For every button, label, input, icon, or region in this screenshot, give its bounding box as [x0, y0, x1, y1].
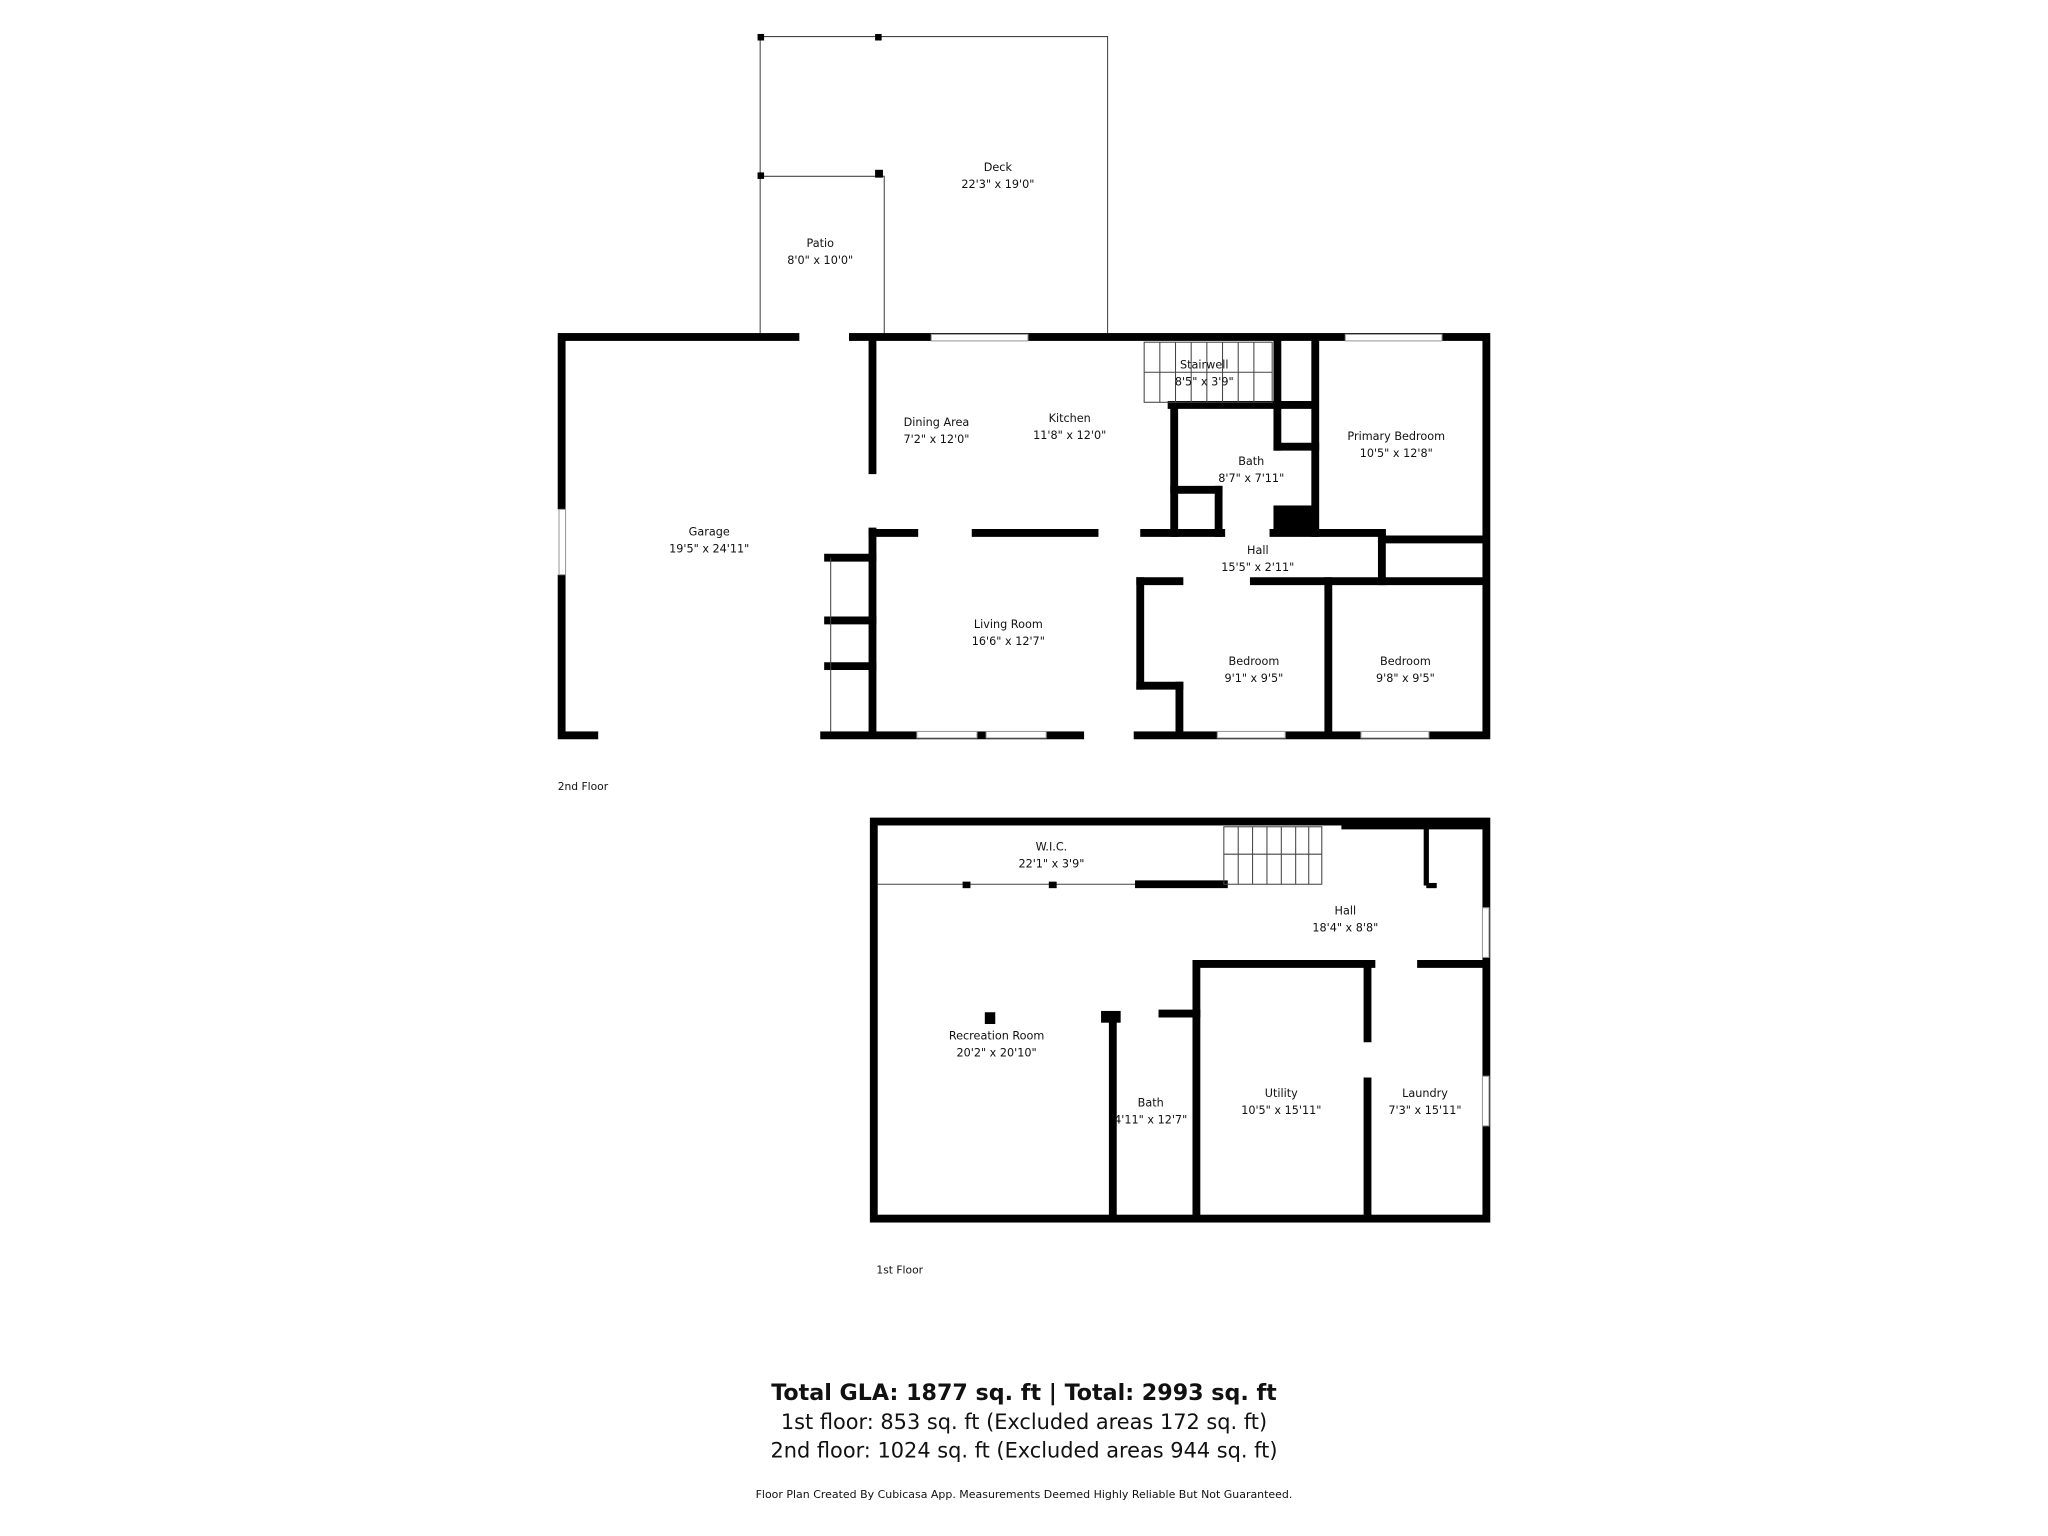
room-name-garage: Garage [689, 526, 730, 539]
floor-label-1st: 1st Floor [876, 1263, 923, 1276]
room-dims-bedroom-2: 9'8" x 9'5" [1376, 672, 1435, 685]
room-name-patio: Patio [806, 237, 834, 250]
room-name-wic: W.I.C. [1036, 840, 1068, 853]
room-name-hall-1st: Hall [1335, 904, 1357, 917]
room-dims-bedroom-1: 9'1" x 9'5" [1224, 672, 1283, 685]
room-dims-hall-1st: 18'4" x 8'8" [1312, 921, 1378, 934]
total-area: Total GLA: 1877 sq. ft | Total: 2993 sq.… [771, 1380, 1277, 1406]
room-name-stairwell: Stairwell [1180, 358, 1228, 371]
second-floor-walls [556, 331, 1491, 741]
room-dims-dining: 7'2" x 12'0" [904, 433, 970, 446]
deck-outline [757, 33, 1109, 337]
room-name-primary-bedroom: Primary Bedroom [1347, 430, 1445, 443]
room-dims-kitchen: 11'8" x 12'0" [1033, 429, 1106, 442]
room-name-recreation: Recreation Room [949, 1030, 1045, 1043]
second-floor-area: 2nd floor: 1024 sq. ft (Excluded areas 9… [771, 1439, 1278, 1463]
room-dims-wic: 22'1" x 3'9" [1018, 857, 1084, 870]
room-dims-living: 16'6" x 12'7" [972, 635, 1045, 648]
stairs-icon [1223, 826, 1323, 885]
room-dims-recreation: 20'2" x 20'10" [956, 1047, 1036, 1060]
first-floor-walls [869, 817, 1491, 1223]
room-name-laundry: Laundry [1402, 1087, 1448, 1100]
room-dims-hall: 15'5" x 2'11" [1221, 561, 1294, 574]
room-name-utility: Utility [1265, 1087, 1298, 1100]
first-floor-area: 1st floor: 853 sq. ft (Excluded areas 17… [781, 1410, 1267, 1434]
room-dims-stairwell: 8'5" x 3'9" [1175, 375, 1234, 388]
room-dims-utility: 10'5" x 15'11" [1241, 1104, 1321, 1117]
room-dims-deck: 22'3" x 19'0" [961, 178, 1034, 191]
room-name-bedroom-1: Bedroom [1229, 655, 1280, 668]
room-dims-bath: 8'7" x 7'11" [1218, 472, 1284, 485]
room-name-hall: Hall [1247, 544, 1269, 557]
room-name-bedroom-2: Bedroom [1380, 655, 1431, 668]
room-dims-laundry: 7'3" x 15'11" [1388, 1104, 1461, 1117]
room-dims-patio: 8'0" x 10'0" [787, 254, 853, 267]
floor-label-2nd: 2nd Floor [558, 780, 609, 793]
room-name-bath: Bath [1238, 455, 1264, 468]
room-dims-primary-bedroom: 10'5" x 12'8" [1360, 447, 1433, 460]
room-dims-bath-1st: 4'11" x 12'7" [1114, 1113, 1187, 1126]
room-name-dining: Dining Area [904, 416, 970, 429]
room-dims-garage: 19'5" x 24'11" [669, 542, 749, 555]
room-name-bath-1st: Bath [1138, 1096, 1164, 1109]
room-name-kitchen: Kitchen [1049, 412, 1091, 425]
stairwell-stairs-icon [1143, 341, 1273, 403]
disclaimer: Floor Plan Created By Cubicasa App. Meas… [756, 1488, 1293, 1501]
room-name-living: Living Room [974, 618, 1043, 631]
room-name-deck: Deck [984, 161, 1013, 174]
